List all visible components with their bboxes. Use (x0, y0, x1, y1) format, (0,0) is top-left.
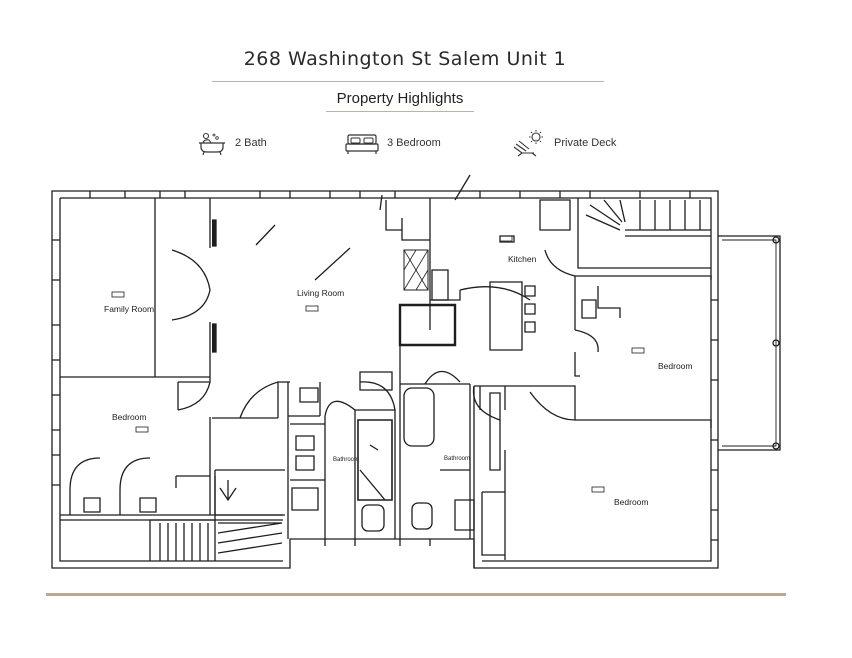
highlight-bath-label: 2 Bath (235, 137, 267, 149)
highlight-bath: 2 Bath (197, 128, 267, 158)
highlight-deck-label: Private Deck (554, 137, 617, 149)
room-kitchen: Kitchen (508, 254, 537, 264)
highlight-deck: Private Deck (512, 128, 616, 158)
room-bathroom-2: Bathroom (444, 456, 470, 462)
highlight-bedroom: 3 Bedroom (345, 128, 441, 158)
section-subtitle: Property Highlights (336, 90, 464, 107)
room-living-room: Living Room (297, 288, 344, 298)
room-bathroom-1: Bathroom (333, 457, 359, 463)
bed-icon (345, 134, 379, 154)
plan-walls (51, 174, 781, 569)
title-divider (212, 81, 604, 82)
plan-label-markers (111, 235, 645, 493)
room-family-room: Family Room (104, 304, 154, 314)
plan-labels: Family Room Living Room Kitchen Bedroom … (104, 254, 693, 507)
room-bedroom-left: Bedroom (112, 412, 147, 422)
highlight-bedroom-label: 3 Bedroom (387, 137, 441, 149)
page-title: 268 Washington St Salem Unit 1 (243, 48, 567, 70)
bathtub-icon (199, 132, 225, 156)
room-bedroom-right-upper: Bedroom (658, 361, 693, 371)
room-bedroom-right-lower: Bedroom (614, 497, 649, 507)
deck-chair-sun-icon (513, 130, 543, 157)
footer-accent-bar (46, 593, 786, 596)
subtitle-underline (326, 111, 474, 112)
